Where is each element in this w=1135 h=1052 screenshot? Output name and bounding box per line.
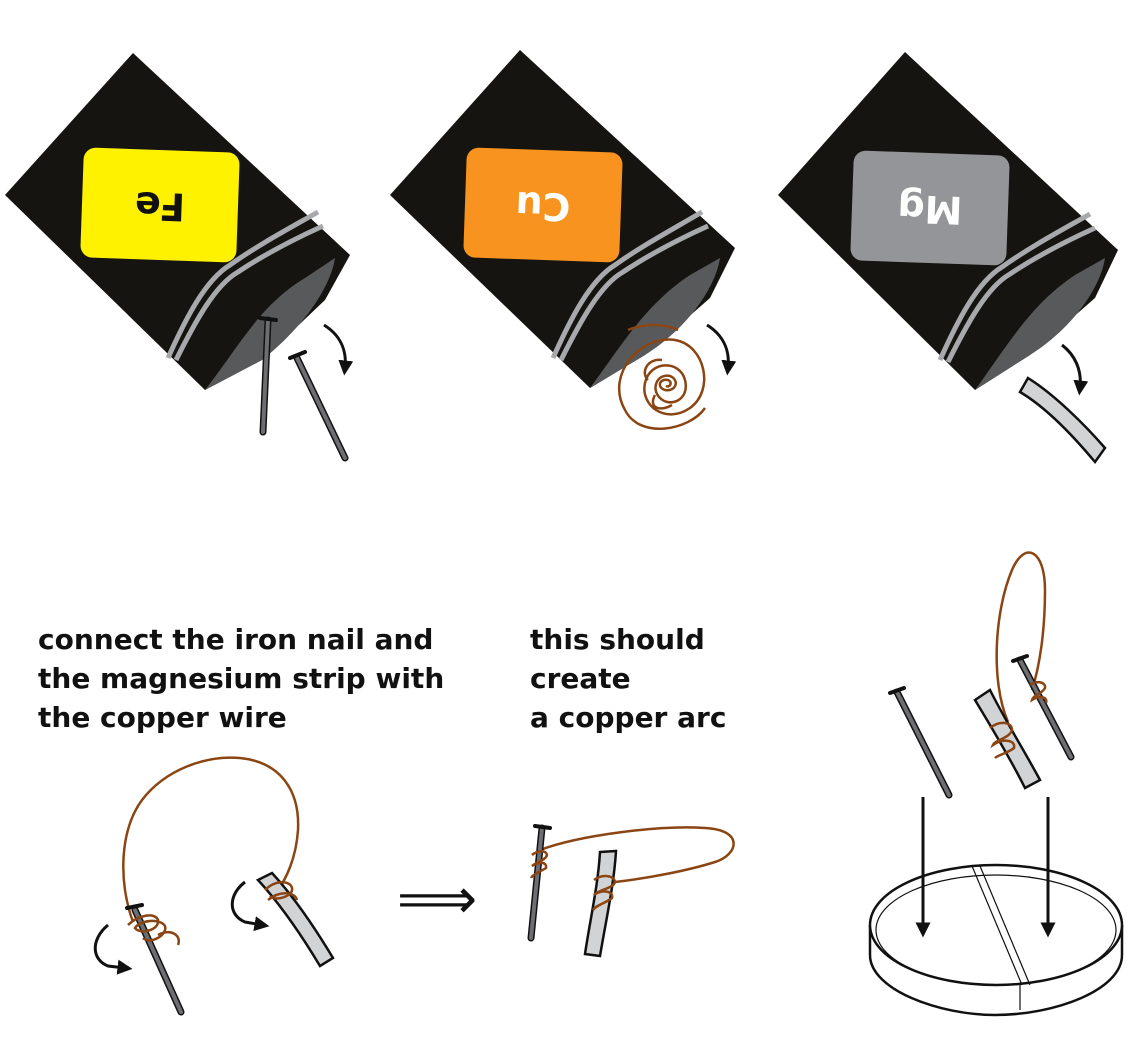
bag-mg-symbol: Mg	[897, 186, 964, 232]
magnesium-strip	[973, 688, 1042, 790]
bag-fe-zip	[165, 209, 325, 362]
pour-arrow	[706, 323, 737, 376]
pour-arrow	[1061, 343, 1089, 396]
twist-arrow	[93, 923, 133, 975]
caption-connect-line: the copper wire	[38, 701, 287, 734]
bag-mg-label	[850, 150, 1010, 266]
iron-nail	[288, 350, 349, 462]
implies-arrow: ⟹	[397, 867, 477, 932]
bag-cu-opening	[590, 258, 720, 388]
iron-nail	[258, 316, 278, 436]
twist-arrow	[230, 880, 270, 932]
iron-nail	[125, 903, 185, 1016]
bag-fe: Fe	[5, 53, 354, 462]
copper-wire-wrap	[591, 874, 617, 911]
copper-wire-wrap	[264, 881, 299, 901]
bag-mg-zip	[937, 211, 1097, 364]
copper-wire-loop	[122, 756, 300, 923]
iron-nail	[1011, 654, 1075, 761]
pour-arrow	[323, 323, 354, 376]
copper-wire-wrap	[989, 721, 1016, 759]
caption-result: this should create a copper arc	[530, 620, 726, 737]
copper-wire-wrap	[529, 850, 549, 879]
copper-wire-wrap	[127, 914, 181, 946]
petri-dish-divider	[979, 865, 1031, 986]
caption-connect: connect the iron nail and the magnesium …	[38, 620, 444, 737]
bag-cu-label	[463, 147, 623, 263]
copper-wire-wrap	[1029, 680, 1048, 704]
caption-result-line: create	[530, 662, 631, 695]
bag-cu-zip	[550, 209, 710, 362]
petri-dish-divider	[971, 865, 1023, 986]
caption-result-line: this should	[530, 623, 705, 656]
bag-mg-opening	[975, 258, 1105, 390]
iron-nail	[527, 824, 552, 942]
bag-cu: Cu	[390, 50, 737, 430]
petri-dish-inner	[875, 874, 1117, 986]
copper-wire-arc	[995, 551, 1047, 723]
copper-arc-illustration	[527, 824, 735, 958]
bag-cu-symbol: Cu	[515, 183, 571, 229]
caption-connect-line: the magnesium strip with	[38, 662, 445, 695]
copper-wire-arc	[539, 826, 735, 884]
caption-result-line: a copper arc	[530, 701, 727, 734]
caption-connect-line: connect the iron nail and	[38, 623, 434, 656]
connect-illustration	[93, 756, 335, 1016]
bag-mg: Mg	[778, 52, 1118, 465]
copper-wire-coil	[618, 338, 707, 430]
iron-nail	[888, 686, 953, 799]
petri-dish	[868, 863, 1124, 1017]
bag-fe-symbol: Fe	[134, 183, 186, 229]
bag-fe-label	[80, 147, 240, 263]
magnesium-strip	[255, 871, 335, 968]
dish-illustration	[868, 551, 1124, 1017]
magnesium-strip	[1018, 376, 1107, 465]
copper-wire-end	[627, 323, 679, 332]
